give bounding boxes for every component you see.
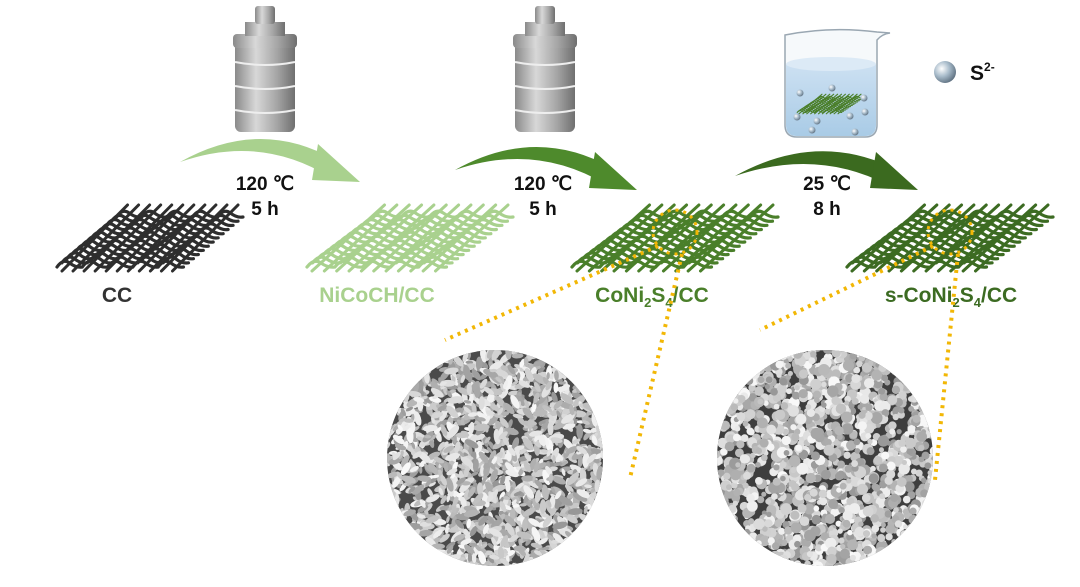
autoclave-icon — [513, 6, 577, 132]
sem-image-s-coni2s4 — [717, 350, 933, 566]
arrow-head — [589, 152, 637, 190]
cc-mesh-icon — [55, 203, 245, 273]
label-nicoch: NiCoCH/CC — [319, 284, 435, 307]
step2-time: 5 h — [529, 199, 556, 220]
nicoch-mesh-icon — [305, 203, 515, 273]
arrow-head — [312, 144, 360, 182]
sulfide-ions-icon — [793, 84, 869, 136]
beaker-icon — [784, 28, 891, 138]
sem-image-coni2s4 — [387, 350, 603, 566]
autoclave-icon — [233, 6, 297, 132]
step1-time: 5 h — [251, 199, 278, 220]
step3-temperature: 25 ℃ — [803, 174, 851, 195]
step2-temperature: 120 ℃ — [514, 174, 572, 195]
label-s-coni2s4: s-CoNi2S4/CC — [885, 284, 1017, 310]
immersed-mesh-icon — [796, 93, 864, 115]
legend-label: S — [970, 62, 984, 85]
arrow-head — [870, 152, 918, 190]
process-arrow-2 — [455, 146, 612, 185]
s-coni2s4-mesh-icon — [845, 203, 1055, 273]
legend-s2-: S2- — [934, 60, 995, 85]
step3-time: 8 h — [813, 199, 840, 220]
coni2s4-mesh-icon — [570, 203, 780, 273]
legend-superscript: 2- — [984, 60, 995, 74]
label-coni2s4: CoNi2S4/CC — [595, 284, 709, 310]
process-arrow-3 — [735, 151, 893, 185]
process-arrow-1 — [180, 138, 335, 177]
sulfide-ion-icon — [934, 61, 956, 83]
step1-temperature: 120 ℃ — [236, 174, 294, 195]
label-cc: CC — [102, 284, 132, 307]
svg-text:S2-: S2- — [970, 60, 995, 85]
zoom-guide-lines — [444, 208, 974, 481]
